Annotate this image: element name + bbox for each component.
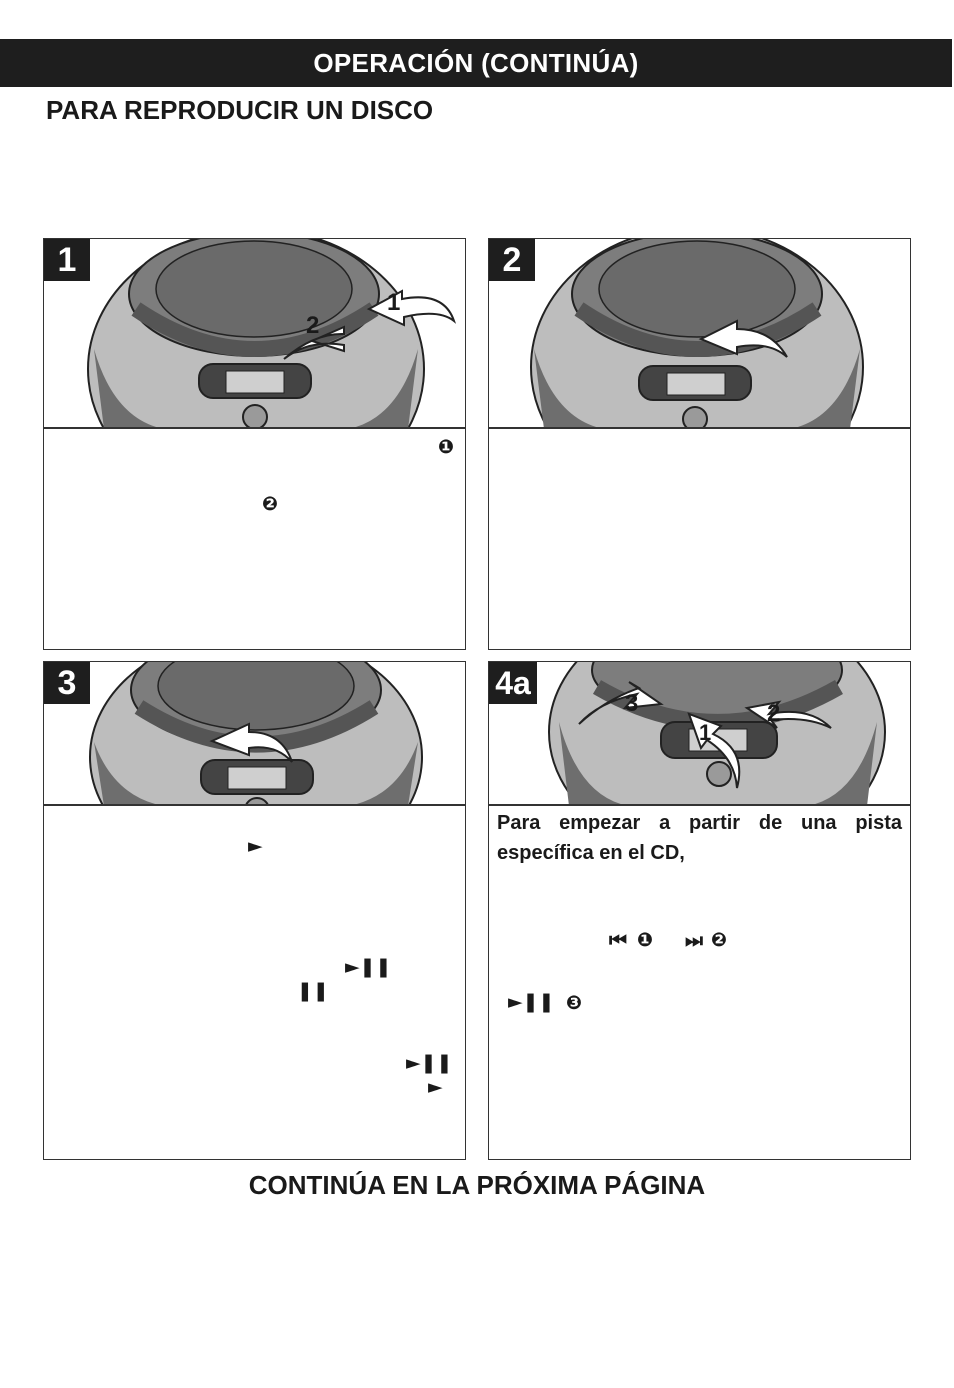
boombox-illustration (489, 239, 910, 429)
step-badge: 1 (44, 239, 90, 281)
pause-icon: ❚❚ (297, 980, 329, 1002)
panel-step-3: 3 ► ►❚❚ ❚❚ ►❚❚ ► (43, 661, 466, 1160)
step-number-icon: ❶ (637, 929, 654, 951)
play-pause-icon: ►❚❚ (508, 991, 555, 1013)
panel-step-4a: 3 2 1 4a Para empezar a partir de una pi… (488, 661, 911, 1160)
arrow-label-1: 1 (699, 720, 712, 745)
step-badge: 4a (489, 662, 537, 704)
play-icon: ► (428, 1076, 443, 1098)
skip-back-icon: ⏮ (609, 928, 627, 952)
step-number-icon: ❶ (438, 436, 455, 458)
arrow-label-1: 1 (387, 289, 401, 316)
header-bar: OPERACIÓN (CONTINÚA) (0, 39, 952, 87)
step-number-icon: ❷ (711, 929, 728, 951)
arrow-label-2: 2 (767, 700, 781, 727)
boombox-illustration: 1 2 (44, 239, 465, 429)
boombox-illustration (44, 662, 465, 806)
step-number-icon: ❸ (566, 992, 583, 1014)
panel-step-1: 1 2 1 ❶ ❷ (43, 238, 466, 650)
step-badge: 2 (489, 239, 535, 281)
instruction-text: Para empezar a partir de una pista espec… (497, 812, 902, 864)
step-number-icon: ❷ (262, 493, 279, 515)
play-icon: ► (248, 835, 263, 857)
arrow-label-2: 2 (306, 312, 320, 339)
play-pause-icon: ►❚❚ (345, 956, 392, 978)
arrow-label-3: 3 (625, 690, 639, 717)
continue-next-page: CONTINÚA EN LA PRÓXIMA PÁGINA (248, 1170, 706, 1200)
play-pause-icon: ►❚❚ (406, 1052, 453, 1074)
panel-step-2: 2 (488, 238, 911, 650)
header-title: OPERACIÓN (CONTINÚA) (313, 47, 639, 78)
boombox-illustration: 3 2 1 (489, 662, 910, 806)
step-badge: 3 (44, 662, 90, 704)
skip-forward-icon: ⏭ (685, 928, 703, 952)
section-title: PARA REPRODUCIR UN DISCO (46, 95, 434, 125)
